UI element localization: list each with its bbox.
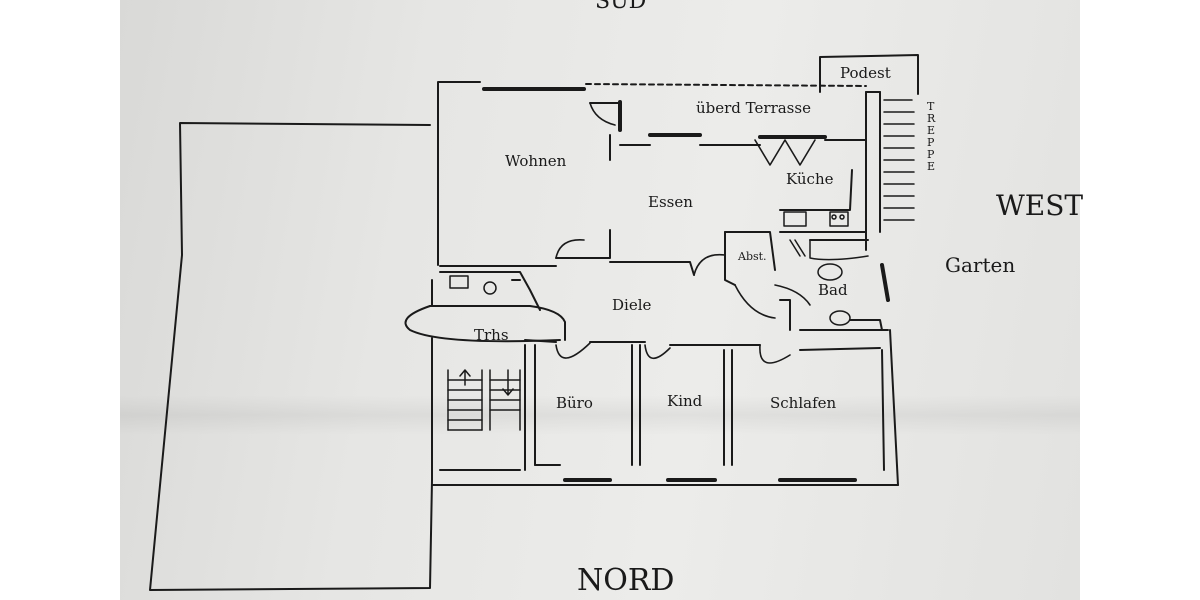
outer-walls	[431, 81, 899, 486]
stairwell-steps	[447, 369, 521, 431]
windows	[482, 87, 890, 482]
terrace-edge-dashed	[585, 83, 867, 87]
stairs-letter-p2: P	[927, 148, 935, 161]
room-label-bath: Bad	[818, 281, 848, 299]
neighbour-building-outline	[149, 122, 433, 591]
room-label-terrace: überd Terrasse	[696, 99, 811, 117]
stairs-letter-t: T	[927, 100, 935, 113]
room-label-child: Kind	[667, 392, 703, 410]
compass-north-label: NORD	[577, 563, 675, 598]
garden-label: Garten	[945, 253, 1015, 277]
lower-room-walls	[439, 344, 885, 471]
stairwell-entry	[404, 305, 566, 343]
stair-steps-outside	[883, 99, 915, 221]
podest-outline	[819, 54, 919, 95]
stairs-letter-r: R	[927, 112, 936, 125]
room-label-stairwell: Trhs	[474, 326, 509, 344]
room-label-kitchen: Küche	[786, 170, 834, 188]
room-label-office: Büro	[556, 394, 593, 412]
room-label-living: Wohnen	[505, 152, 567, 170]
room-label-stairs-vertical: T R E P P E	[927, 100, 936, 173]
room-label-podest: Podest	[840, 64, 891, 82]
room-label-storage: Abst.	[737, 250, 767, 263]
stairs-letter-e1: E	[927, 124, 935, 137]
room-label-dining: Essen	[648, 193, 693, 211]
compass-south-label: SÜD	[595, 0, 646, 14]
stairs-letter-e2: E	[927, 160, 935, 173]
room-label-sleeping: Schlafen	[770, 394, 837, 412]
compass-west-label: WEST	[996, 189, 1083, 222]
paper-fold	[120, 395, 1080, 435]
paper-sheet	[120, 0, 1080, 600]
fixtures	[449, 211, 869, 326]
internal-walls	[439, 102, 889, 351]
room-label-hall: Diele	[612, 296, 651, 314]
stairs-letter-p1: P	[927, 136, 935, 149]
door-swings	[555, 102, 816, 364]
